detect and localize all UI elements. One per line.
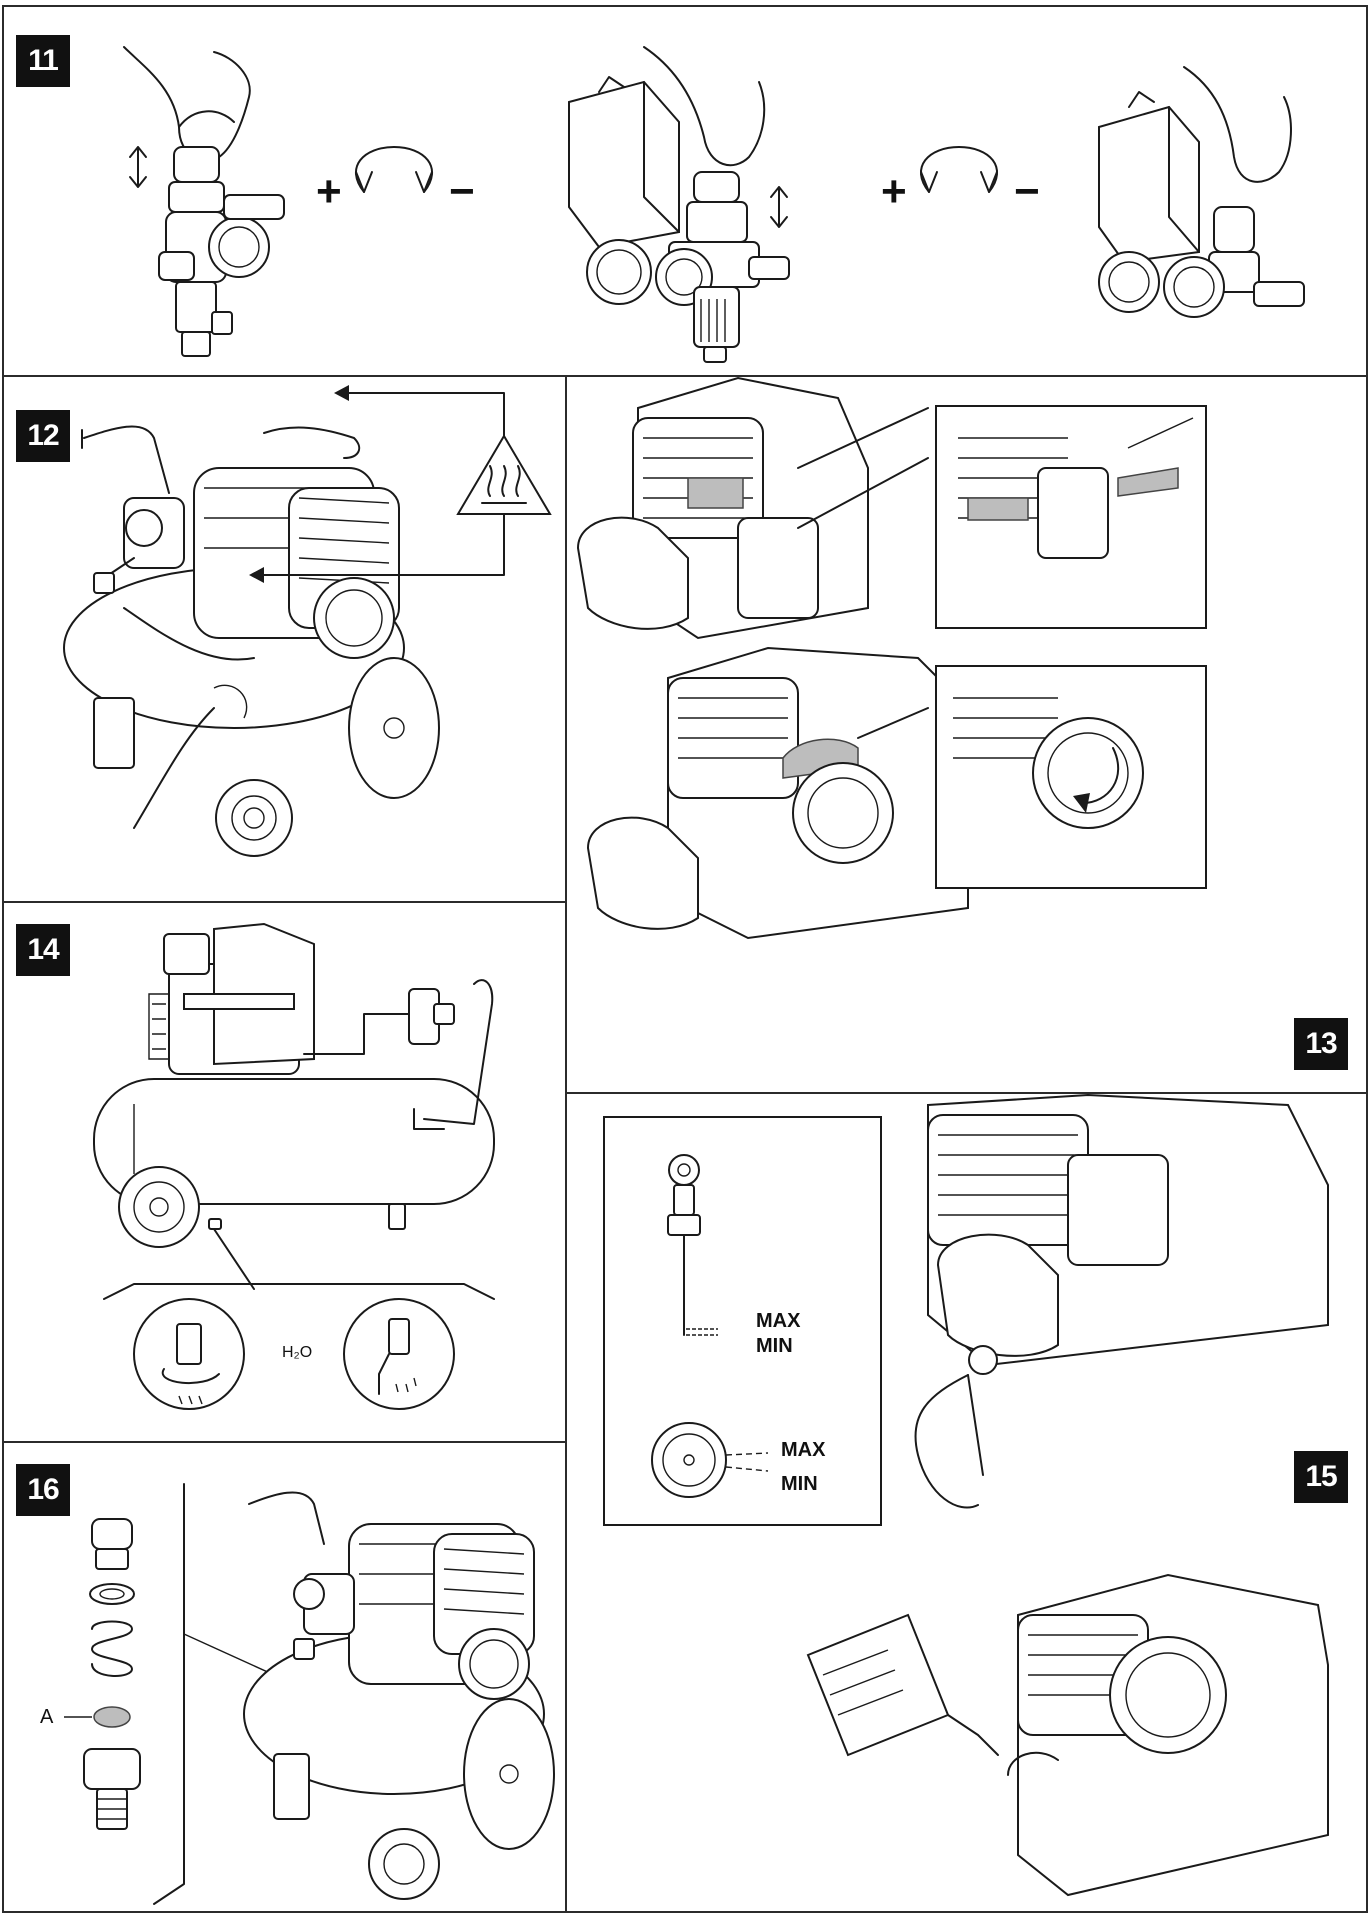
panel-13: 13 bbox=[568, 376, 1366, 1092]
air-compressor-14 bbox=[93, 922, 495, 1300]
pressure-switch-3 bbox=[1098, 66, 1305, 318]
heat-arrows bbox=[249, 385, 505, 583]
panel-15-illustration bbox=[603, 1093, 1329, 1897]
pressure-switch-2 bbox=[568, 46, 790, 363]
plus-sign-1: + bbox=[316, 167, 342, 216]
panel-number-12: 12 bbox=[16, 410, 70, 462]
compressor-head-bottom bbox=[586, 646, 969, 940]
panel-11: 11 bbox=[4, 7, 1366, 375]
dipstick-max-label: MAX bbox=[756, 1310, 801, 1332]
panel-16: 16 bbox=[4, 1444, 566, 1913]
minus-sign-1: − bbox=[449, 167, 475, 216]
detail-inset-top bbox=[935, 405, 1207, 629]
air-compressor-16 bbox=[243, 1491, 555, 1900]
panel-16-illustration bbox=[64, 1483, 555, 1905]
drain-valve-detail-1 bbox=[133, 1298, 245, 1410]
page-frame bbox=[2, 5, 1368, 1913]
sightglass-max-label: MAX bbox=[781, 1439, 826, 1461]
drain-valve-detail-2 bbox=[343, 1298, 455, 1410]
sightglass-min-label: MIN bbox=[781, 1473, 818, 1495]
rotate-arrows-icon-1 bbox=[354, 146, 434, 193]
panel-number-15: 15 bbox=[1294, 1451, 1348, 1503]
compressor-oil-fill bbox=[806, 1573, 1329, 1897]
panel-12: 12 bbox=[4, 378, 566, 901]
plus-sign-2: + bbox=[881, 167, 907, 216]
panel-number-13: 13 bbox=[1294, 1018, 1348, 1070]
rotate-arrows-icon-2 bbox=[919, 146, 999, 193]
safety-valve-exploded bbox=[64, 1518, 141, 1830]
panel-11-illustration bbox=[123, 46, 1305, 363]
compressor-oil-check bbox=[914, 1093, 1329, 1509]
panel-number-16: 16 bbox=[16, 1464, 70, 1516]
panel-14: 14 bbox=[4, 904, 566, 1441]
panel-13-illustration bbox=[576, 376, 1207, 940]
panel-number-11: 11 bbox=[16, 35, 70, 87]
minus-sign-2: − bbox=[1014, 167, 1040, 216]
air-compressor-12 bbox=[63, 425, 440, 857]
panel-12-illustration bbox=[63, 385, 552, 857]
up-down-arrow-icon-2 bbox=[770, 186, 788, 228]
water-label: H₂O bbox=[282, 1344, 313, 1361]
panel-15: 15 bbox=[568, 1093, 1366, 1913]
dipstick-min-label: MIN bbox=[756, 1335, 793, 1357]
oil-level-inset bbox=[603, 1116, 882, 1526]
hot-surface-warning-icon bbox=[456, 434, 552, 515]
panel-14-illustration bbox=[93, 922, 495, 1410]
detail-inset-bottom bbox=[935, 665, 1207, 889]
compressor-head-top bbox=[576, 376, 929, 640]
up-down-arrow-icon bbox=[129, 146, 147, 188]
panel-number-14: 14 bbox=[16, 924, 70, 976]
pressure-regulator-1 bbox=[123, 46, 285, 357]
part-a-label: A bbox=[40, 1706, 54, 1728]
